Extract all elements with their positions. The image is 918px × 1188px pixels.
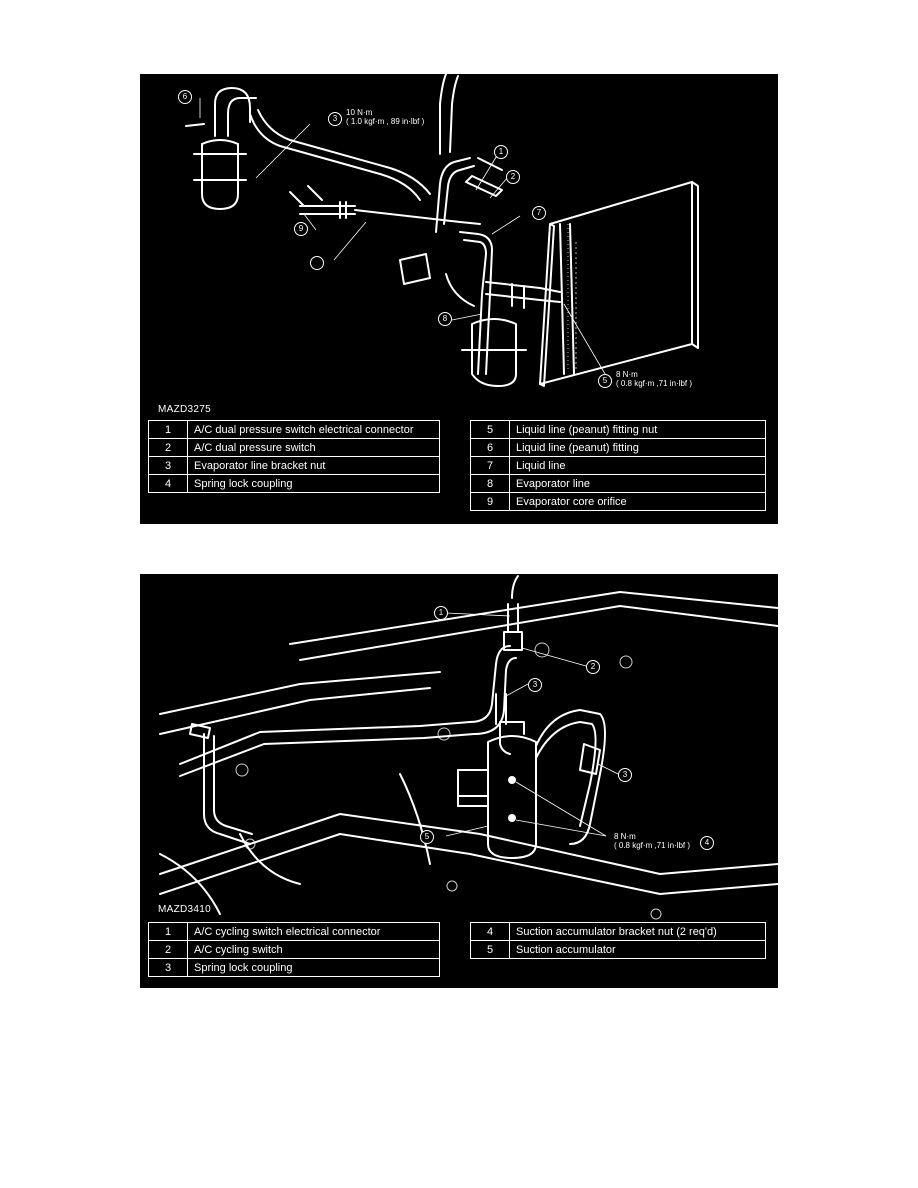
legend-label: Spring lock coupling [187, 474, 440, 493]
callout-5: 5 [420, 830, 434, 844]
callout-3: 3 [528, 678, 542, 692]
legend-label: Evaporator core orifice [509, 492, 766, 511]
callout-2: 2 [506, 170, 520, 184]
legend-num: 7 [470, 456, 510, 475]
figure-1-panel: 6 1 2 7 8 9 3 10 N·m ( 1.0 kgf·m , 89 in… [140, 74, 778, 524]
figure-1-illustration [185, 74, 699, 387]
torque-spec-4: 8 N·m ( 0.8 kgf·m ,71 in·lbf ) [614, 832, 691, 850]
callout-7: 7 [532, 206, 546, 220]
legend-label: Spring lock coupling [187, 958, 440, 977]
legend-label: A/C cycling switch [187, 940, 440, 959]
callout-5: 5 [598, 374, 612, 388]
legend-num: 3 [148, 958, 188, 977]
figure-2-panel: 1 2 3 3 5 8 N·m ( 0.8 kgf·m ,71 in·lbf )… [140, 574, 778, 988]
legend-label: A/C dual pressure switch electrical conn… [187, 420, 440, 439]
callout-9 [310, 256, 324, 270]
legend-label: Evaporator line bracket nut [187, 456, 440, 475]
legend-num: 6 [470, 438, 510, 457]
legend-label: A/C cycling switch electrical connector [187, 922, 440, 941]
legend-num: 1 [148, 420, 188, 439]
torque-spec-3: 10 N·m ( 1.0 kgf·m , 89 in·lbf ) [346, 108, 425, 126]
torque-spec-5: 8 N·m ( 0.8 kgf·m ,71 in·lbf ) [616, 370, 693, 388]
legend-label: Liquid line [509, 456, 766, 475]
legend-label: Liquid line (peanut) fitting nut [509, 420, 766, 439]
legend-label: Suction accumulator bracket nut (2 req'd… [509, 922, 766, 941]
legend-num: 4 [148, 474, 188, 493]
callout-1: 1 [494, 145, 508, 159]
legend-label: Evaporator line [509, 474, 766, 493]
legend-num: 5 [470, 940, 510, 959]
figure-1-id: MAZD3275 [158, 404, 211, 415]
callout-8: 9 [294, 222, 308, 236]
legend-label: A/C dual pressure switch [187, 438, 440, 457]
legend-num: 2 [148, 940, 188, 959]
callout-3: 3 [328, 112, 342, 126]
legend-num: 3 [148, 456, 188, 475]
legend-num: 2 [148, 438, 188, 457]
legend-num: 8 [470, 474, 510, 493]
callout-6: 8 [438, 312, 452, 326]
callout-3-right: 3 [618, 768, 632, 782]
legend-num: 9 [470, 492, 510, 511]
legend-num: 1 [148, 922, 188, 941]
legend-label: Liquid line (peanut) fitting [509, 438, 766, 457]
callout-2: 2 [586, 660, 600, 674]
callout-4: 6 [178, 90, 192, 104]
legend-label: Suction accumulator [509, 940, 766, 959]
callout-4: 4 [700, 836, 714, 850]
figure-2-id: MAZD3410 [158, 904, 211, 915]
legend-num: 5 [470, 420, 510, 439]
legend-num: 4 [470, 922, 510, 941]
callout-1: 1 [434, 606, 448, 620]
figure-2-illustration [159, 575, 778, 920]
